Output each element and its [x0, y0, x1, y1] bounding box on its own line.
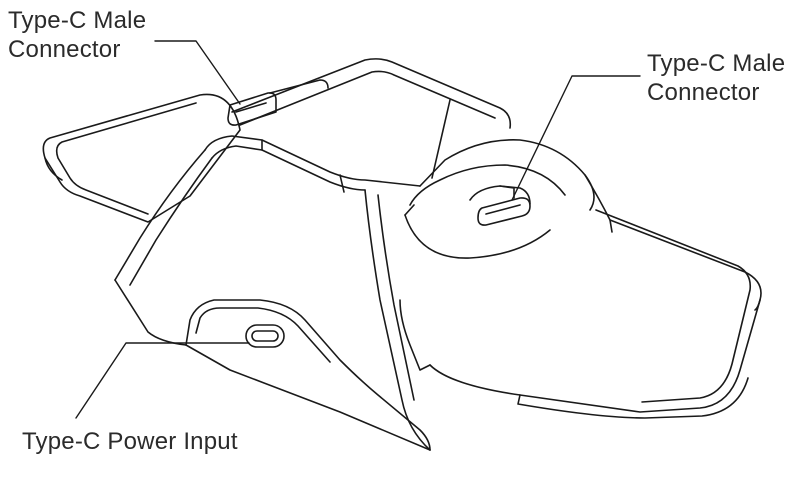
leader-left-connector	[154, 40, 241, 105]
label-right-connector-line2: Connector	[647, 79, 760, 106]
right-type-c-connector	[477, 185, 531, 226]
leader-power-input	[75, 342, 250, 419]
left-controller-pad	[42, 93, 241, 223]
label-left-connector: Type-C Male Connector	[8, 6, 146, 64]
label-left-connector-line1: Type-C Male	[8, 7, 147, 34]
label-left-connector-line2: Connector	[8, 36, 121, 63]
label-right-connector: Type-C Male Connector	[647, 49, 785, 107]
leader-right-connector	[511, 75, 641, 201]
leader-lines	[75, 40, 641, 419]
right-controller-pad	[399, 174, 762, 419]
dock-main-body	[114, 58, 512, 451]
label-power-input: Type-C Power Input	[22, 427, 238, 456]
label-right-connector-line1: Type-C Male	[647, 50, 786, 77]
right-cradle	[404, 139, 595, 259]
left-type-c-connector	[227, 79, 329, 126]
label-power-input-text: Type-C Power Input	[22, 428, 238, 455]
power-input-port	[245, 324, 285, 348]
